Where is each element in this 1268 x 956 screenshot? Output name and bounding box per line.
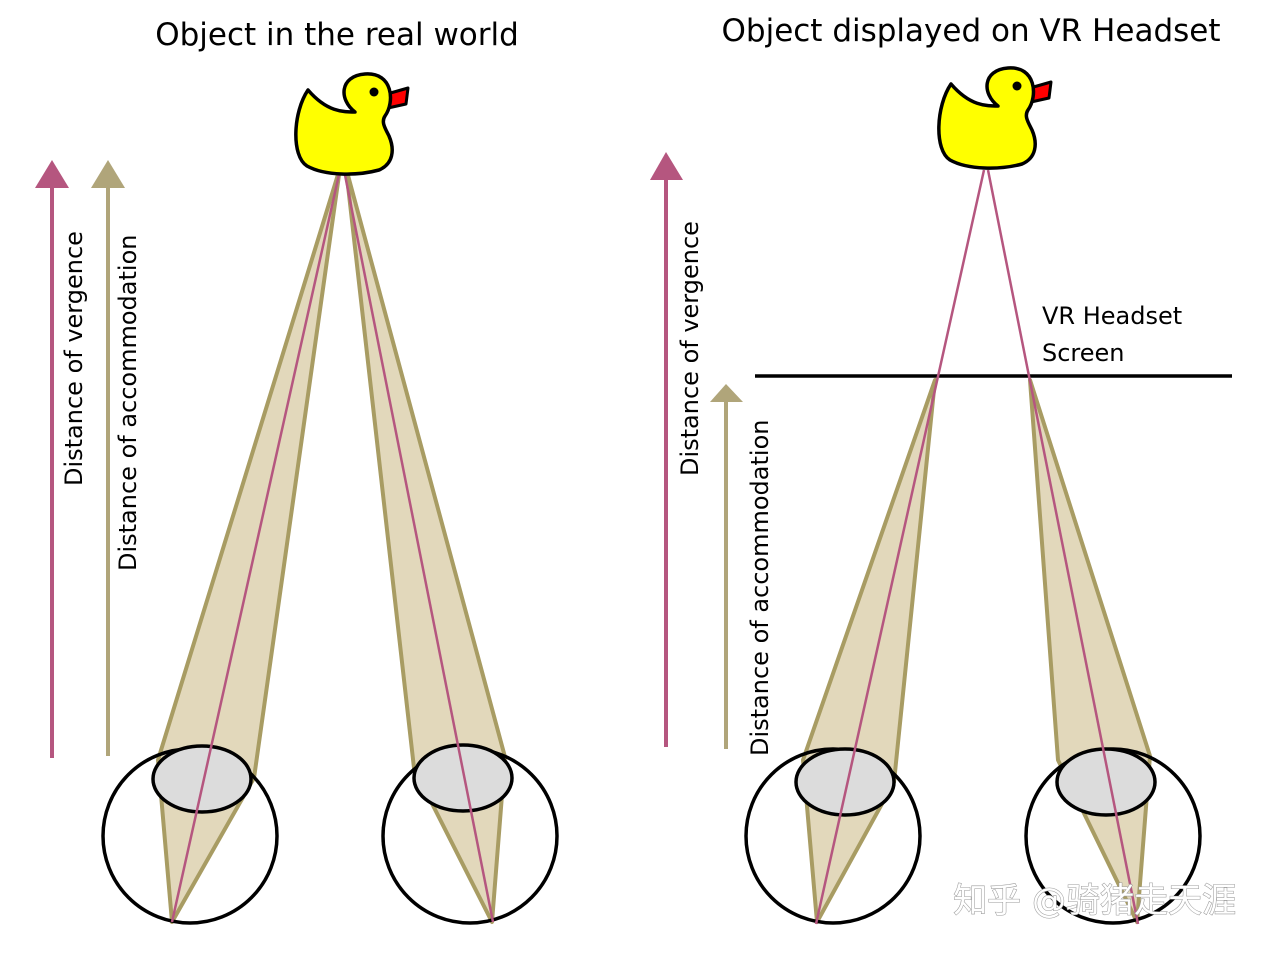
left-eye-b-icon bbox=[381, 743, 559, 925]
left-rubber-duck-icon bbox=[294, 72, 410, 176]
right-eye-a-icon bbox=[744, 747, 922, 925]
left-eye-b-line-of-sight bbox=[342, 169, 495, 923]
right-eye-b-light-cone bbox=[1028, 378, 1152, 924]
left-eye-a-line-of-sight bbox=[170, 169, 342, 923]
left-panel: Object in the real world Distance of ver… bbox=[35, 17, 559, 925]
left-vergence-arrow bbox=[35, 160, 69, 758]
right-eye-a-light-cone bbox=[801, 378, 937, 924]
vr-screen-label-line1: VR Headset bbox=[1042, 302, 1182, 330]
right-vergence-label: Distance of vergence bbox=[676, 221, 704, 476]
right-panel-title: Object displayed on VR Headset bbox=[722, 13, 1221, 49]
right-accommodation-arrow bbox=[710, 384, 743, 749]
right-eye-b-icon bbox=[1024, 747, 1202, 925]
vr-screen-label-line2: Screen bbox=[1042, 339, 1125, 367]
left-vergence-label: Distance of vergence bbox=[60, 231, 88, 486]
right-rubber-duck-icon bbox=[937, 66, 1053, 170]
left-accommodation-label: Distance of accommodation bbox=[114, 235, 142, 571]
right-panel: Object displayed on VR Headset Distance … bbox=[650, 13, 1232, 925]
left-panel-title: Object in the real world bbox=[155, 17, 519, 53]
watermark-text: 知乎 @骑猪走天涯 bbox=[953, 881, 1236, 921]
left-accommodation-arrow bbox=[91, 160, 125, 756]
right-eye-a-line-of-sight bbox=[814, 169, 986, 925]
left-eye-a-icon bbox=[101, 744, 279, 925]
right-accommodation-label: Distance of accommodation bbox=[746, 420, 774, 756]
right-vergence-arrow bbox=[650, 152, 683, 747]
right-eye-b-line-of-sight bbox=[986, 169, 1140, 925]
